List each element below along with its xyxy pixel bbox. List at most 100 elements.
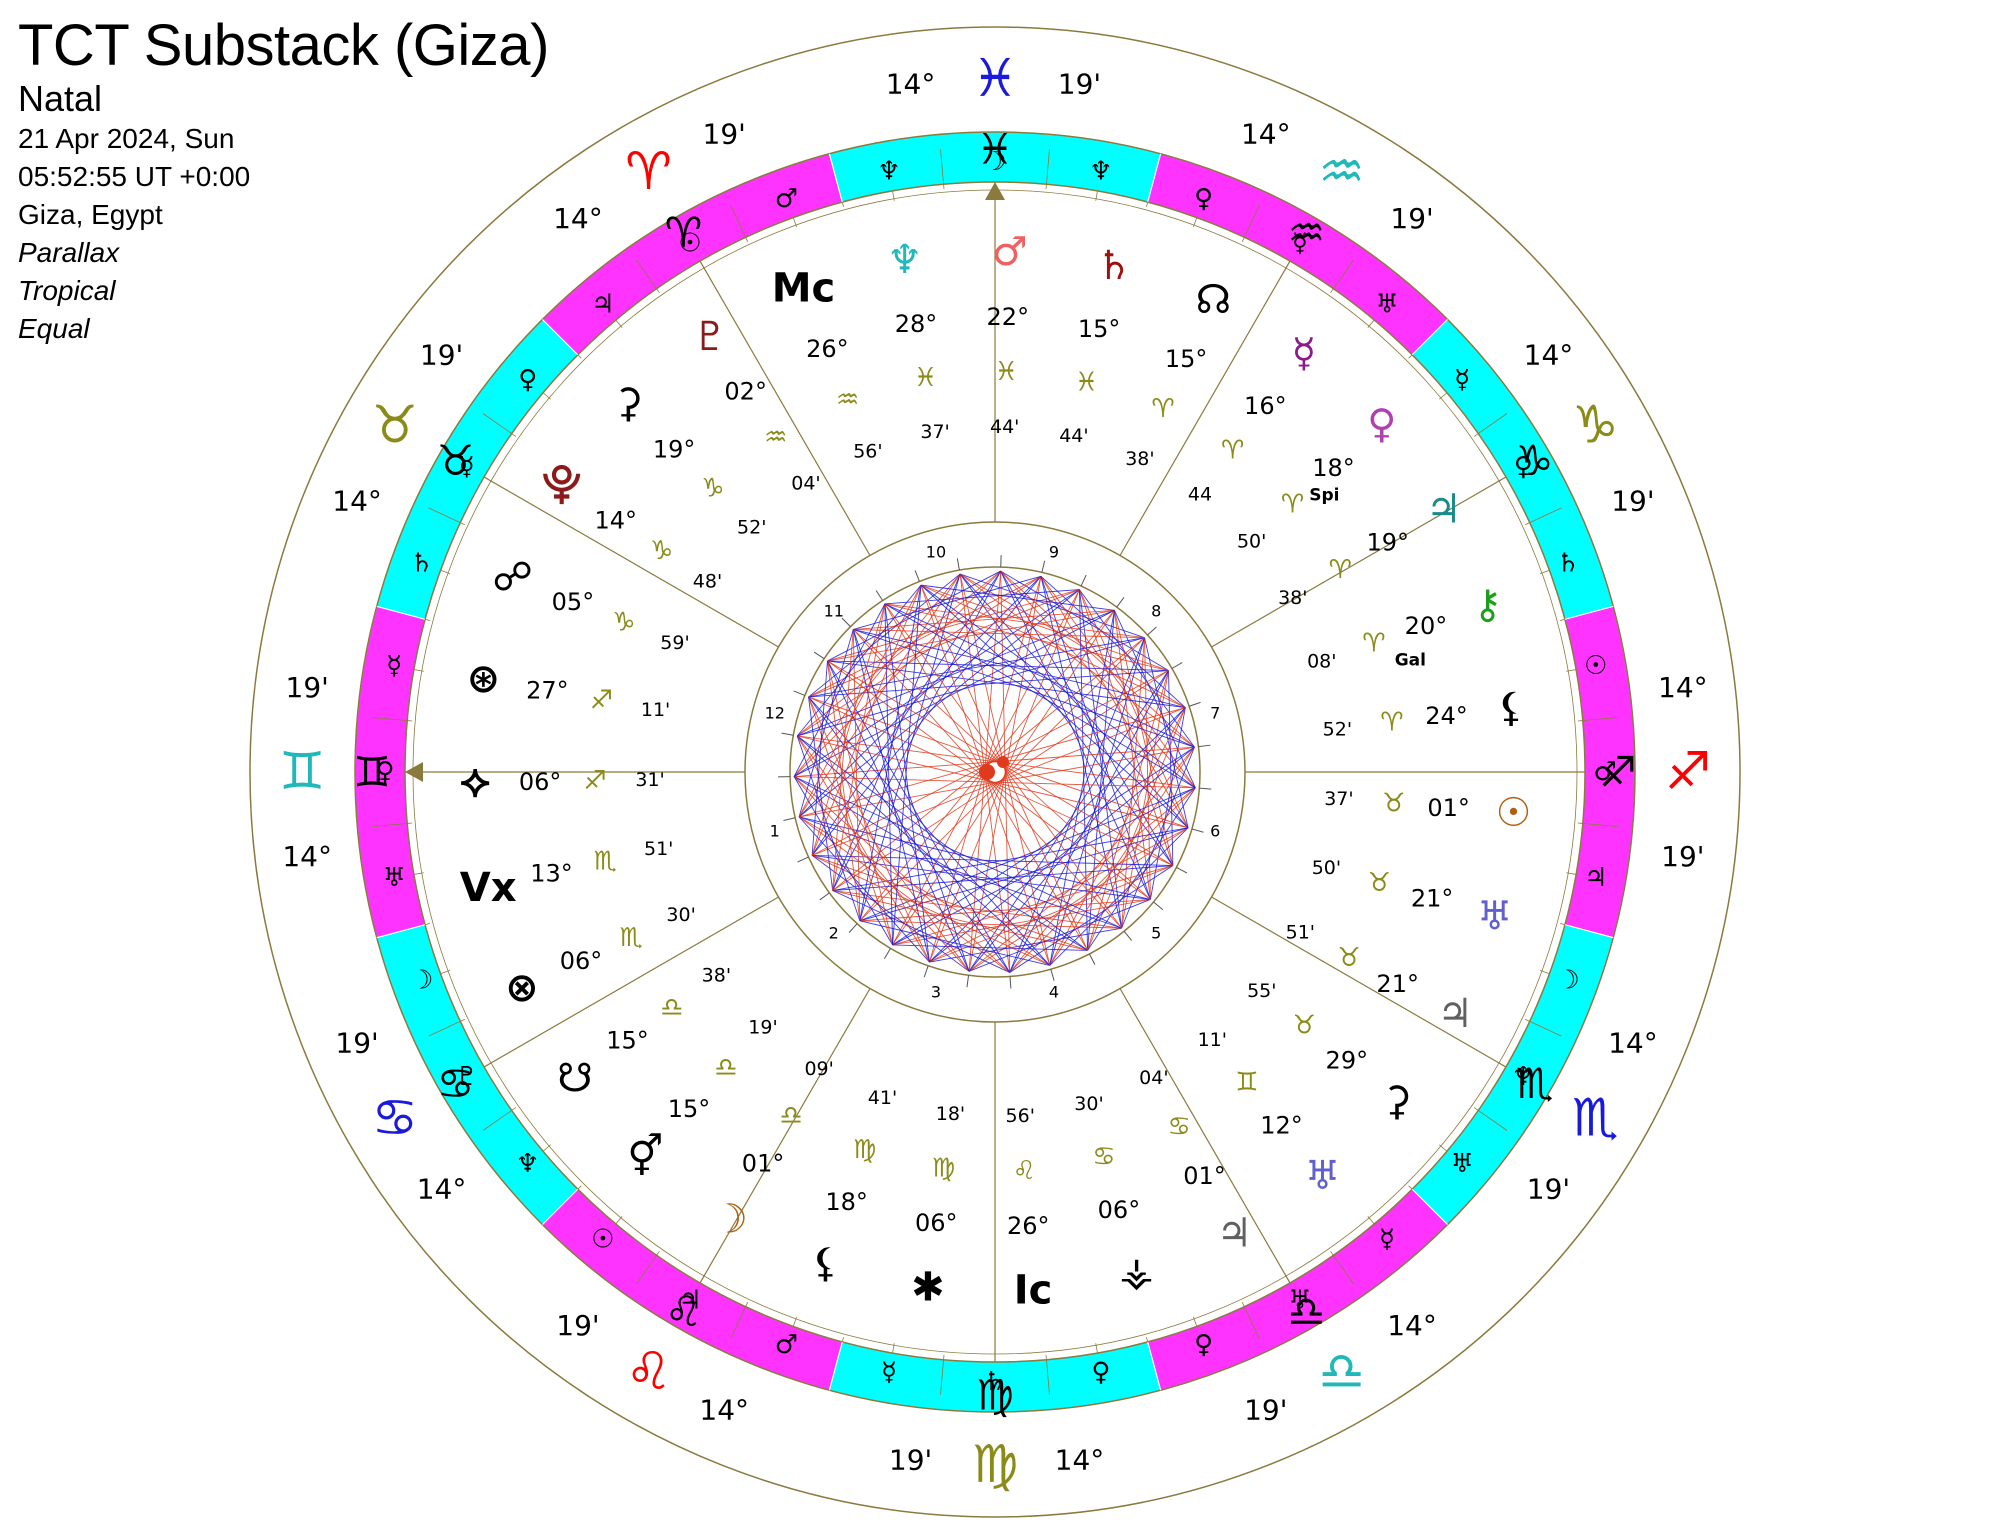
planet-minute: 11': [641, 699, 670, 721]
band-ruler-glyph: ♀: [1194, 1330, 1213, 1360]
aspect-line: [798, 816, 1050, 966]
planet-glyph: ⯓: [542, 462, 581, 508]
degree-tick: [511, 433, 517, 437]
aspect-line: [797, 575, 1042, 737]
planet-minute: 55': [1247, 980, 1276, 1002]
planet-minute: 30': [1074, 1093, 1103, 1115]
planet-position-tick: [1189, 701, 1201, 707]
aspect-line: [1168, 670, 1174, 866]
aspect-line: [1144, 637, 1189, 828]
degree-tick: [745, 1302, 749, 1307]
planet-sign: ♉: [1337, 943, 1360, 973]
aspect-line: [796, 735, 930, 963]
house-number: 1: [770, 822, 780, 841]
planet-position-tick: [966, 975, 970, 988]
decan-divider: [482, 1110, 512, 1131]
outer-sign-minute: 19': [1244, 1393, 1287, 1426]
aspect-line: [808, 696, 893, 946]
planet-degree: 18°: [1312, 454, 1355, 482]
ascendant-arrow: [405, 762, 423, 782]
band-sign-glyph: ♐: [1599, 748, 1637, 797]
aspect-line: [1009, 746, 1195, 973]
degree-tick: [792, 217, 798, 228]
planet-minute: 41': [868, 1087, 897, 1109]
decan-divider: [636, 259, 657, 289]
aspect-line: [808, 696, 1051, 966]
planet-glyph: ♅: [1477, 893, 1513, 939]
planet-minute: 56': [853, 440, 882, 462]
aspect-line: [1040, 576, 1189, 829]
house-number: 8: [1151, 601, 1161, 620]
aspect-line: [1009, 865, 1174, 973]
decan-divider: [1582, 717, 1618, 721]
planet-position-tick: [956, 558, 960, 571]
aspect-line: [832, 890, 1088, 951]
aspect-line: [793, 570, 1001, 777]
planet-position-tick: [841, 617, 851, 627]
planet-glyph: ♀: [1367, 401, 1396, 447]
decan-divider: [730, 1306, 747, 1339]
planet-glyph: ♄: [1096, 243, 1132, 289]
outer-sign-minute: 19': [1611, 485, 1654, 518]
aspect-line: [798, 816, 930, 963]
planet-minute: 04': [791, 472, 820, 494]
degree-tick: [892, 190, 895, 201]
sign-band-sector: [1411, 318, 1614, 620]
planet-sign: ♈: [1362, 629, 1385, 659]
aspect-line: [968, 787, 1196, 972]
planet-position-tick: [923, 965, 929, 978]
planet-sign: ♋: [1168, 1112, 1191, 1142]
band-sign-glyph: ♎: [1288, 1287, 1326, 1336]
planet-position-tick: [1176, 866, 1188, 874]
ring-circle: [789, 566, 1201, 978]
outer-sign-glyph: ♉: [372, 396, 419, 456]
degree-tick: [542, 1144, 551, 1152]
ring-circle: [354, 131, 1636, 1413]
decan-divider: [940, 1359, 944, 1395]
band-ruler-glyph: ♆: [877, 156, 900, 186]
aspect-line: [920, 584, 1169, 671]
aspect-line: [793, 573, 961, 777]
degree-tick: [1439, 1144, 1448, 1152]
chart-header: TCT Substack (Giza) Natal 21 Apr 2024, S…: [18, 14, 549, 348]
band-ruler-glyph: ☉: [678, 229, 701, 259]
planet-minute: 37': [920, 421, 949, 443]
outer-sign-minute: 19': [556, 1309, 599, 1342]
planet-sign: ♒: [836, 385, 859, 415]
degree-tick: [656, 288, 660, 294]
aspect-line: [798, 629, 854, 818]
band-divider: [1564, 605, 1614, 620]
band-divider: [376, 605, 426, 620]
aspect-line: [798, 816, 1010, 973]
band-ruler-glyph: ♂: [775, 184, 798, 214]
aspect-line: [808, 573, 961, 698]
band-ruler-glyph: ☿: [881, 1358, 897, 1388]
degree-tick: [1192, 217, 1198, 228]
aspect-line: [1113, 610, 1151, 900]
band-divider: [1147, 153, 1162, 203]
aspect-line: [920, 584, 1115, 611]
planet-glyph: ☍: [492, 555, 533, 601]
aspect-line: [1040, 575, 1186, 708]
planet-glyph: Mc: [772, 266, 836, 312]
planet-sign: ♑: [612, 608, 635, 638]
outer-sign-minute: 19': [1058, 68, 1101, 101]
house-number: 11: [824, 601, 844, 620]
planet-minute: 08': [1307, 650, 1336, 672]
planet-glyph: ♃: [1217, 1211, 1253, 1257]
band-ruler-glyph: ♀: [1514, 452, 1533, 482]
planet-degree: 06°: [560, 947, 603, 975]
planet-sign: ♈: [1281, 490, 1304, 520]
aspect-line: [1009, 670, 1169, 973]
planet-degree: 02°: [724, 377, 767, 405]
aspect-line: [1049, 827, 1189, 966]
outer-sign-degree: 14°: [1658, 671, 1708, 704]
planet-position-tick: [793, 690, 806, 696]
planet-sign: ♊: [1235, 1068, 1258, 1098]
aspect-line: [892, 787, 1196, 946]
band-sign-glyph: ♒: [1288, 208, 1326, 257]
outer-sign-glyph: ♌: [625, 1342, 672, 1402]
aspect-line: [929, 827, 1189, 963]
band-ruler-glyph: ♄: [410, 548, 433, 578]
